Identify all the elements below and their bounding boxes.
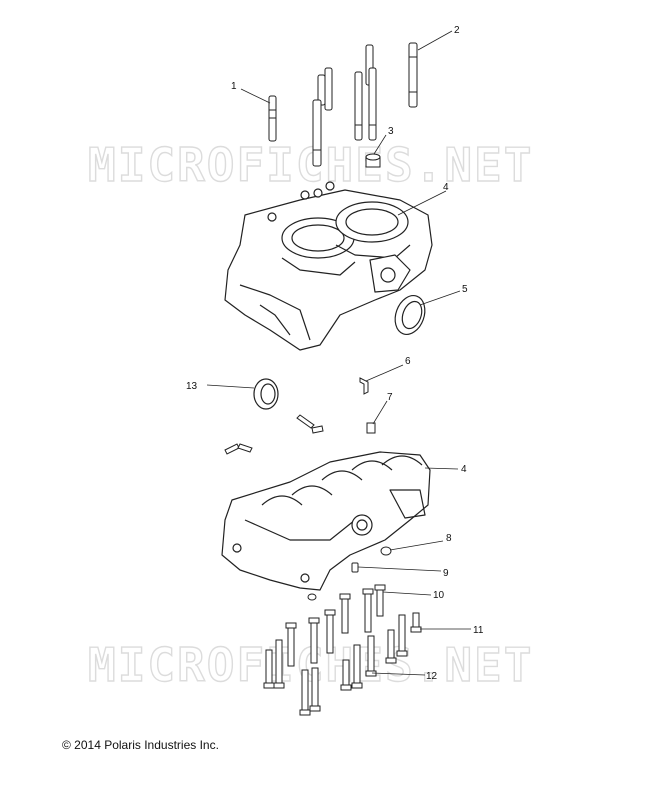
callout-1: 1 [231,81,237,92]
bolt-12 [365,635,377,677]
lower-crankcase [221,451,431,591]
seal-13 [253,378,279,410]
pin-9 [351,562,359,573]
callout-11: 11 [473,625,484,636]
dowel-small [307,593,317,601]
callout-2: 2 [454,25,460,36]
dowel-3 [365,153,381,168]
fittings [224,377,376,455]
callout-12: 12 [426,671,438,682]
callout-9: 9 [443,568,449,579]
callout-4-lower: 4 [461,464,467,475]
callout-8: 8 [446,533,452,544]
callout-5: 5 [462,284,468,295]
callout-13: 13 [186,381,198,392]
callout-3: 3 [388,126,394,137]
copyright-notice: © 2014 Polaris Industries Inc. [62,738,219,752]
bolt-11 [410,612,422,633]
upper-crankcase [224,181,433,351]
bolt-10 [374,584,386,617]
stud-group [268,42,418,167]
seal-5 [394,295,426,335]
callout-4-upper: 4 [443,182,449,193]
leader-lines [206,30,471,676]
callout-6: 6 [405,356,411,367]
watermark-bottom: MICROFICHES.NET [88,638,533,692]
watermark-top: MICROFICHES.NET [88,138,533,192]
dowel-8 [380,546,392,556]
stud-2 [408,42,418,108]
callout-7: 7 [387,392,393,403]
callout-10: 10 [433,590,445,601]
stud-1 [268,95,277,142]
bolt-group [263,584,422,716]
